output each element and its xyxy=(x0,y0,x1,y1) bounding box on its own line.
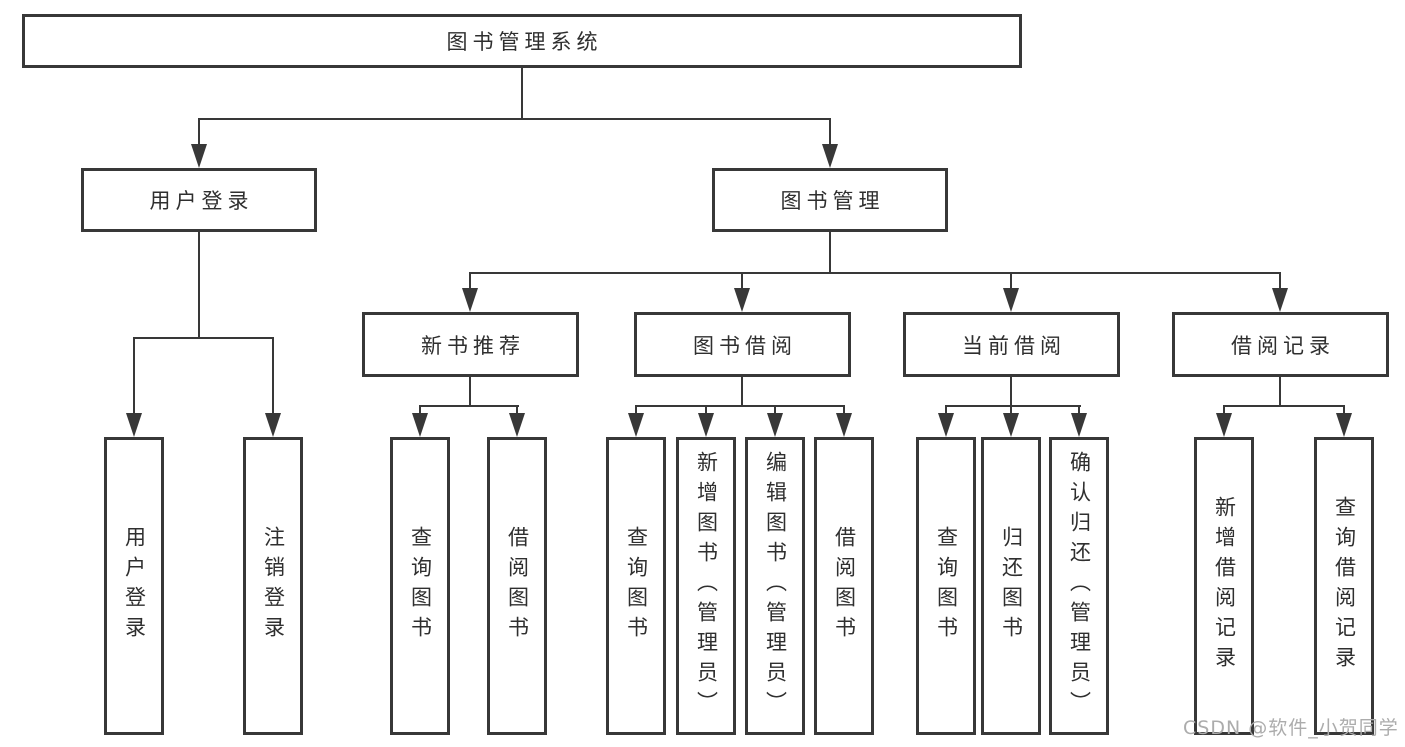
leaf-query-borrow-record-label: 查询借阅记录 xyxy=(1332,496,1357,676)
leaf-query-borrow-record: 查询借阅记录 xyxy=(1314,437,1374,735)
node-new-book-recommend-label: 新书推荐 xyxy=(421,333,525,358)
arrowhead-leaf xyxy=(836,413,852,437)
connector-leaf xyxy=(945,405,947,419)
connector-borrow-record-stem xyxy=(1279,377,1281,405)
leaf-add-book-admin: 新增图书（管理员） xyxy=(676,437,736,735)
leaf-query-book-current: 查询图书 xyxy=(916,437,976,735)
node-root-label: 图书管理系统 xyxy=(446,30,603,54)
connector-to-book-borrow xyxy=(741,272,743,292)
arrowhead-borrow-record xyxy=(1272,288,1288,312)
leaf-add-borrow-record: 新增借阅记录 xyxy=(1194,437,1254,735)
connector-user-login-stem xyxy=(198,232,200,337)
arrowhead-user-login xyxy=(191,144,207,168)
connector-to-leaf-logout xyxy=(272,337,274,417)
node-borrow-record: 借阅记录 xyxy=(1172,312,1389,377)
arrowhead-leaf xyxy=(698,413,714,437)
arrowhead-leaf-user-login xyxy=(126,413,142,437)
node-new-book-recommend: 新书推荐 xyxy=(362,312,579,377)
leaf-add-borrow-record-label: 新增借阅记录 xyxy=(1212,496,1237,676)
connector-to-book-management xyxy=(829,118,831,148)
node-book-management-label: 图书管理 xyxy=(780,189,885,213)
connector-root-stem xyxy=(521,68,523,118)
leaf-edit-book-admin: 编辑图书（管理员） xyxy=(745,437,805,735)
node-current-borrow-label: 当前借阅 xyxy=(962,333,1066,358)
connector-book-borrow-stem xyxy=(741,377,743,405)
leaf-borrow-book-recommend-label: 借阅图书 xyxy=(505,526,530,646)
connector-book-management-stem xyxy=(829,232,831,273)
leaf-edit-book-admin-label: 编辑图书（管理员） xyxy=(763,451,788,721)
connector-user-login-bar xyxy=(133,337,274,339)
arrowhead-leaf xyxy=(509,413,525,437)
connector-root-bar xyxy=(198,118,831,120)
node-root: 图书管理系统 xyxy=(22,14,1022,68)
arrowhead-current-borrow xyxy=(1003,288,1019,312)
connector-leaf xyxy=(1223,405,1225,419)
leaf-return-book-label: 归还图书 xyxy=(999,526,1024,646)
leaf-user-login: 用户登录 xyxy=(104,437,164,735)
connector-leaf xyxy=(774,405,776,419)
arrowhead-book-management xyxy=(822,144,838,168)
node-user-login: 用户登录 xyxy=(81,168,317,232)
connector-borrow-record-bar xyxy=(1223,405,1345,407)
connector-current-borrow-stem xyxy=(1010,377,1012,405)
connector-book-borrow-bar xyxy=(635,405,845,407)
arrowhead-leaf xyxy=(628,413,644,437)
node-book-management: 图书管理 xyxy=(712,168,948,232)
leaf-query-book-current-label: 查询图书 xyxy=(934,526,959,646)
connector-leaf xyxy=(843,405,845,419)
arrowhead-leaf xyxy=(1336,413,1352,437)
arrowhead-leaf xyxy=(1003,413,1019,437)
node-book-borrow: 图书借阅 xyxy=(634,312,851,377)
connector-leaf xyxy=(1078,405,1080,419)
connector-leaf xyxy=(1343,405,1345,419)
leaf-borrow-book-recommend: 借阅图书 xyxy=(487,437,547,735)
csdn-watermark: CSDN @软件_小贺同学 xyxy=(1183,717,1399,739)
leaf-logout-label: 注销登录 xyxy=(261,526,286,646)
connector-to-leaf-user-login xyxy=(133,337,135,417)
arrowhead-leaf xyxy=(767,413,783,437)
connector-new-book-stem xyxy=(469,377,471,405)
arrowhead-leaf-logout xyxy=(265,413,281,437)
connector-to-current-borrow xyxy=(1010,272,1012,292)
leaf-borrow-book: 借阅图书 xyxy=(814,437,874,735)
leaf-confirm-return-admin-label: 确认归还（管理员） xyxy=(1067,451,1092,721)
leaf-query-book-recommend: 查询图书 xyxy=(390,437,450,735)
leaf-query-book-borrow-label: 查询图书 xyxy=(624,526,649,646)
arrowhead-leaf xyxy=(1071,413,1087,437)
leaf-user-login-label: 用户登录 xyxy=(122,526,147,646)
leaf-query-book-recommend-label: 查询图书 xyxy=(408,526,433,646)
arrowhead-leaf xyxy=(1216,413,1232,437)
connector-current-borrow-bar xyxy=(945,405,1081,407)
connector-to-borrow-record xyxy=(1279,272,1281,292)
node-book-borrow-label: 图书借阅 xyxy=(693,333,797,358)
connector-leaf xyxy=(635,405,637,419)
connector-leaf xyxy=(419,405,421,419)
node-user-login-label: 用户登录 xyxy=(149,189,254,213)
node-current-borrow: 当前借阅 xyxy=(903,312,1120,377)
arrowhead-new-book xyxy=(462,288,478,312)
leaf-return-book: 归还图书 xyxy=(981,437,1041,735)
connector-leaf xyxy=(1010,405,1012,419)
connector-to-new-book xyxy=(469,272,471,292)
leaf-borrow-book-label: 借阅图书 xyxy=(832,526,857,646)
node-borrow-record-label: 借阅记录 xyxy=(1231,333,1335,358)
arrowhead-leaf xyxy=(938,413,954,437)
leaf-logout: 注销登录 xyxy=(243,437,303,735)
arrowhead-leaf xyxy=(412,413,428,437)
leaf-query-book-borrow: 查询图书 xyxy=(606,437,666,735)
arrowhead-book-borrow xyxy=(734,288,750,312)
leaf-confirm-return-admin: 确认归还（管理员） xyxy=(1049,437,1109,735)
connector-leaf xyxy=(516,405,518,419)
connector-leaf xyxy=(705,405,707,419)
leaf-add-book-admin-label: 新增图书（管理员） xyxy=(694,451,719,721)
connector-new-book-bar xyxy=(419,405,519,407)
connector-book-management-bar xyxy=(469,272,1281,274)
connector-to-user-login xyxy=(198,118,200,148)
